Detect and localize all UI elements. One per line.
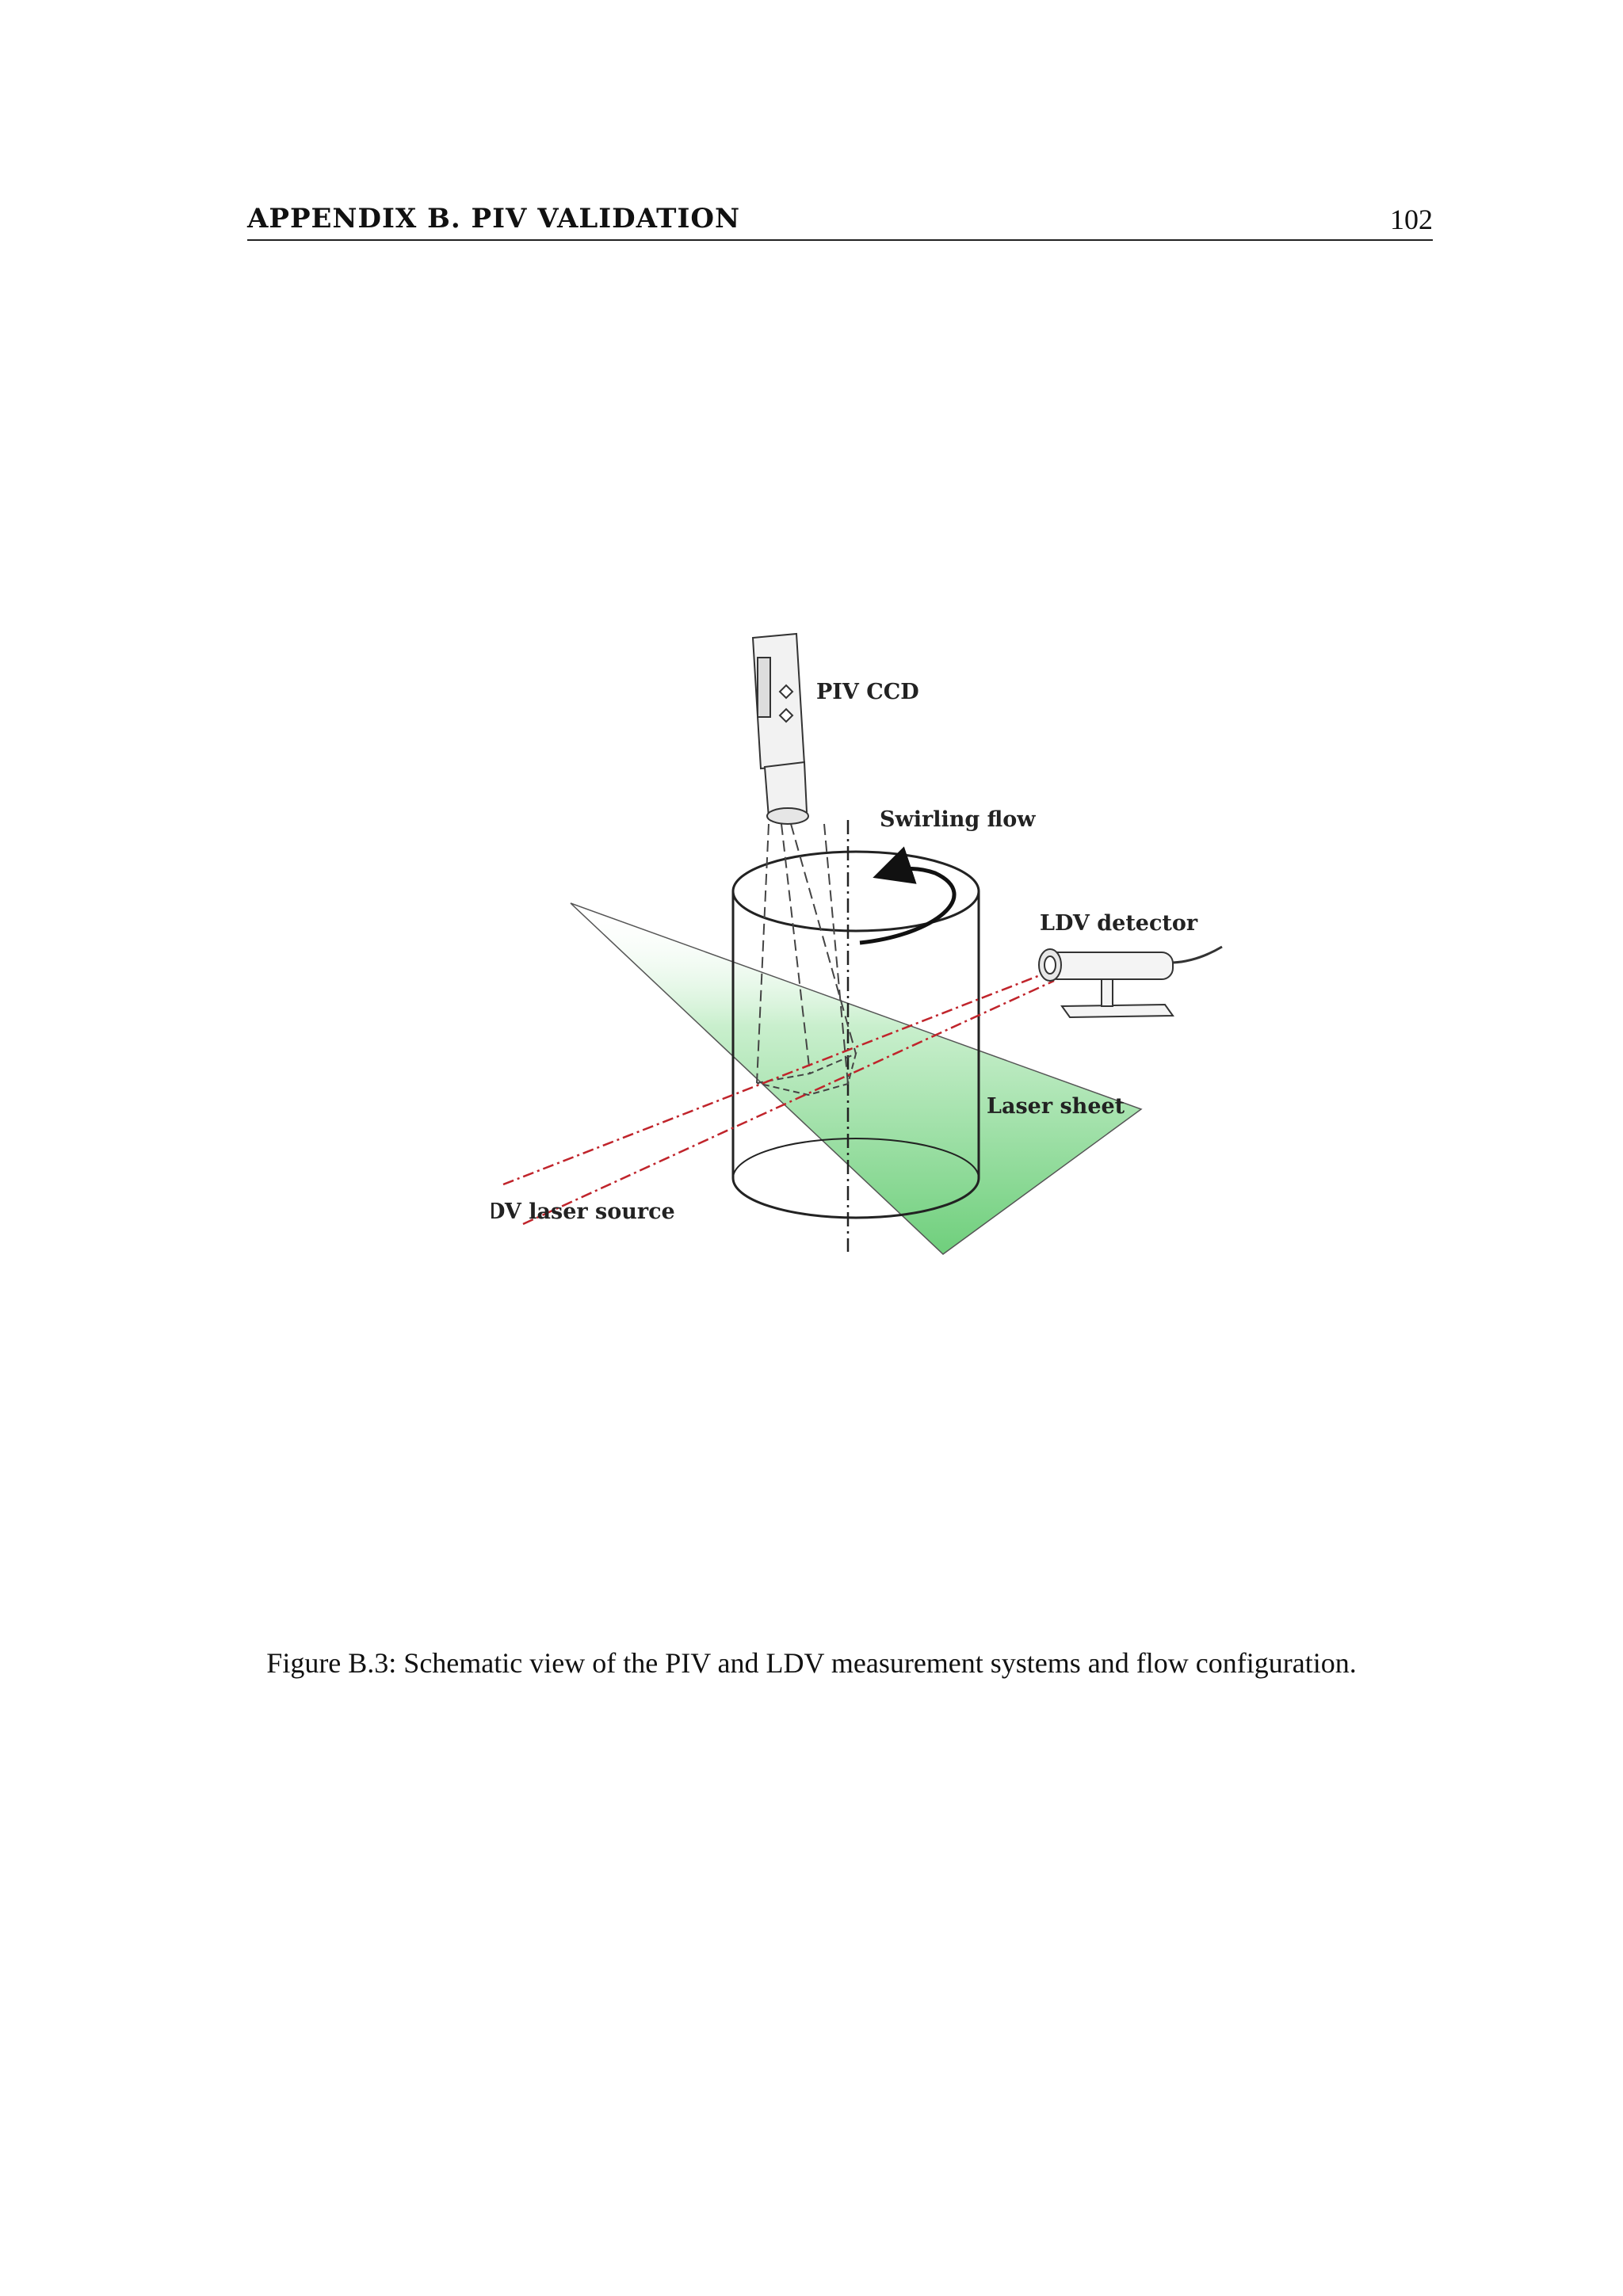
ldv-detector-icon xyxy=(1038,945,1223,1019)
cylinder xyxy=(731,850,980,1219)
label-ldv-laser-source: LDV laser source xyxy=(491,1199,675,1224)
camera-field-of-view xyxy=(756,823,857,1097)
swirl-arrow xyxy=(859,846,957,945)
running-header: APPENDIX B. PIV VALIDATION 102 xyxy=(247,200,1433,241)
header-section-title: APPENDIX B. PIV VALIDATION xyxy=(247,203,741,235)
figure-caption: Figure B.3: Schematic view of the PIV an… xyxy=(266,1647,1357,1679)
label-ldv-detector: LDV detector xyxy=(1040,911,1198,936)
schematic-diagram: PIV CCD Swirling flow LDV detector Laser… xyxy=(491,632,1223,1255)
label-swirling-flow: Swirling flow xyxy=(880,807,1036,832)
piv-ccd-camera-icon xyxy=(751,632,809,825)
ldv-laser-beams xyxy=(502,971,1055,1226)
figure-schematic: PIV CCD Swirling flow LDV detector Laser… xyxy=(491,626,1236,1260)
label-piv-ccd: PIV CCD xyxy=(816,680,919,704)
header-page-number: 102 xyxy=(1390,204,1433,235)
label-laser-sheet: Laser sheet xyxy=(987,1094,1125,1119)
